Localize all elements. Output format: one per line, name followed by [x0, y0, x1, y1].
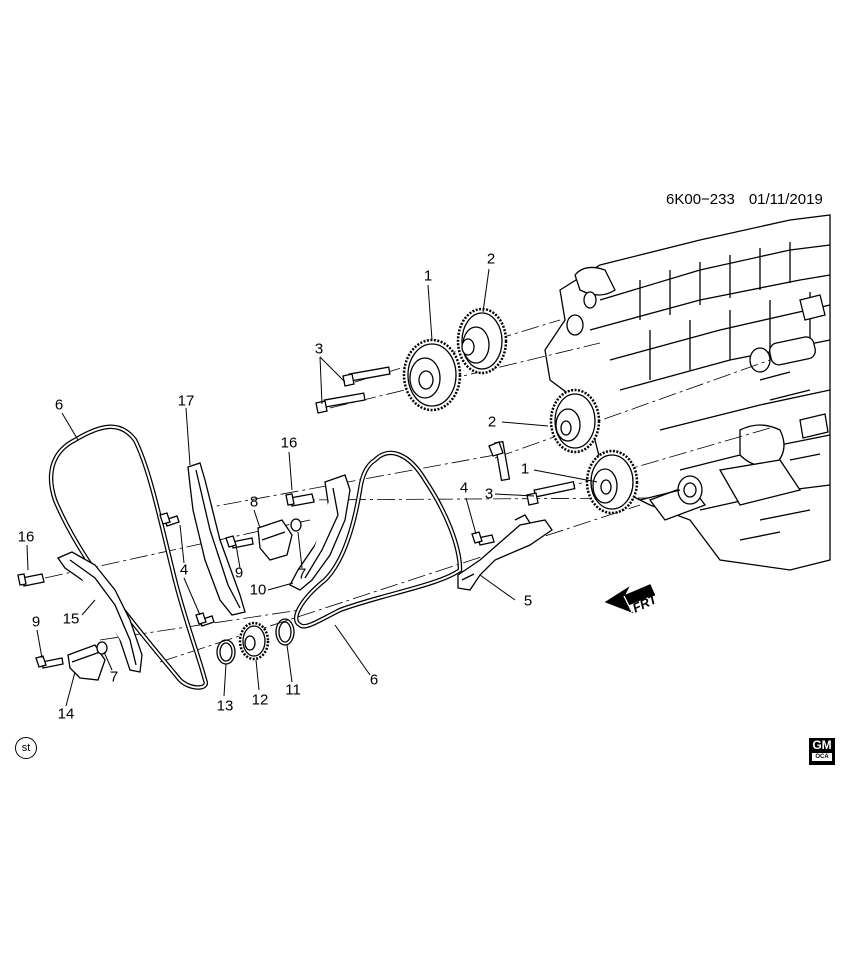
callout-2-upper: 2	[486, 250, 496, 268]
tensioner-8	[257, 518, 302, 561]
lower-camshaft-position-actuator-2	[549, 388, 601, 454]
timing-chain-guide-17	[187, 462, 246, 616]
gm-logo-subtext: OCA	[812, 753, 832, 761]
callout-12: 12	[251, 691, 269, 709]
callout-5: 5	[523, 592, 533, 610]
gm-logo-text: GM	[812, 738, 832, 752]
callout-6-left: 6	[54, 396, 64, 414]
drawing-identifier: 6K00−233 01/11/2019	[666, 191, 837, 208]
front-direction-arrow-icon	[604, 584, 655, 614]
callout-3-lower: 3	[484, 485, 494, 503]
callout-3-upper: 3	[314, 340, 324, 358]
callout-7-mid: 7	[297, 565, 307, 583]
tensioner-shoe-15	[57, 551, 143, 673]
ring-11	[275, 618, 295, 646]
engine-block	[544, 214, 831, 571]
callout-11: 11	[285, 681, 301, 699]
callout-13: 13	[216, 697, 234, 715]
callout-10: 10	[249, 581, 267, 599]
callout-2-lower: 2	[487, 413, 497, 431]
leader-lines	[26, 268, 598, 707]
tensioner-14	[67, 641, 108, 681]
callout-4-left: 4	[179, 561, 189, 579]
lower-camshaft-position-actuator-1	[585, 449, 639, 515]
callout-9-left: 9	[31, 613, 41, 631]
upper-camshaft-position-actuator-2	[456, 307, 508, 375]
callout-1-lower: 1	[520, 460, 530, 478]
callout-16-left: 16	[17, 528, 35, 546]
callout-1-upper: 1	[423, 267, 433, 285]
crankshaft-sprocket-12	[238, 621, 270, 661]
callout-17: 17	[177, 392, 195, 410]
callout-7-left: 7	[109, 668, 119, 686]
drawing-date: 01/11/2019	[748, 191, 823, 208]
callout-6-right: 6	[369, 671, 379, 689]
timing-chain-guide-10	[289, 474, 351, 591]
gm-logo: GM OCA	[809, 738, 835, 765]
left-timing-chain	[48, 424, 209, 690]
drawing-number: 6K00−233	[666, 191, 735, 208]
callout-15: 15	[62, 610, 80, 628]
upper-camshaft-position-actuator-1	[402, 338, 462, 412]
callout-16-mid: 16	[280, 434, 298, 452]
callout-9-mid: 9	[234, 564, 244, 582]
upper-actuator-bolts	[315, 366, 391, 414]
small-bolts	[17, 493, 495, 669]
callout-8: 8	[249, 493, 259, 511]
timing-chain-guide-5	[457, 514, 553, 591]
callout-14: 14	[57, 705, 75, 723]
callout-4-right: 4	[459, 479, 469, 497]
st-badge: st	[15, 737, 37, 759]
right-timing-chain	[293, 450, 463, 629]
ring-13	[216, 639, 236, 665]
